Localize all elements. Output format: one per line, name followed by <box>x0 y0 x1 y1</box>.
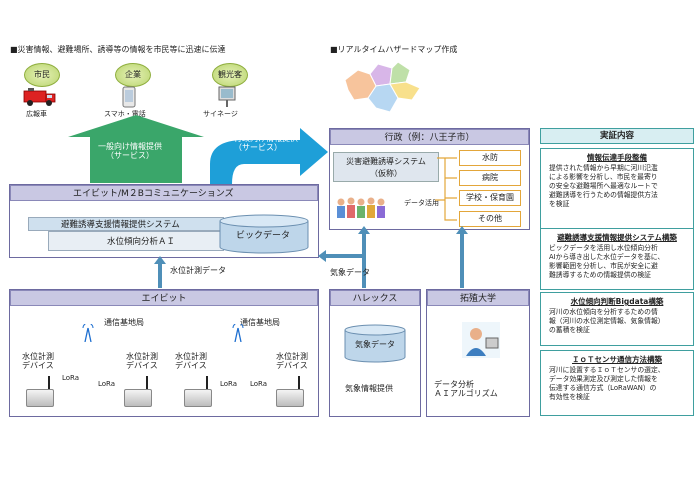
evacuation-support-system: 避難誘導支援情報提供システム <box>28 217 224 231</box>
recipient-company: 企業 <box>115 63 151 87</box>
admin-title: 行政（例：八王子市） <box>330 129 529 145</box>
jissho-item-1: 情報伝達手段整備 提供された情報から早期に河川氾濫 による影響を分析し、市民を最… <box>540 148 694 234</box>
device-label-smartphone: スマホ・電話 <box>104 110 146 118</box>
jissho-item-2: 避難誘導支援情報提供システム構築 ビックデータを活用し水位傾向分析 AIから導き… <box>540 228 694 290</box>
device-label-3: 水位計測 デバイス <box>175 352 207 371</box>
lora-label-2: LoRa <box>98 380 116 388</box>
base-station-label-1: 通信基地局 <box>104 318 144 327</box>
antenna-icon-4 <box>298 376 300 390</box>
jissho-item-4-title: ＩｏＴセンサ通信方法構築 <box>572 355 662 364</box>
device-label-pr-vehicle: 広報車 <box>26 110 47 118</box>
device-label-signage: サイネージ <box>203 110 238 118</box>
sensor-device-icon-4 <box>276 389 304 407</box>
pr-vehicle-icon <box>23 88 56 106</box>
target-flood-defense: 水防 <box>459 150 521 166</box>
antenna-icon-1 <box>48 376 50 390</box>
jissho-item-3-body: 河川の水位傾向を分析するための情 報（河川の水位測定情報、気象情報） の蓄積を検… <box>549 308 665 334</box>
bigdata-label: ビックデータ <box>236 231 291 241</box>
jissho-item-4: ＩｏＴセンサ通信方法構築 河川に設置するＩｏＴセンサの選定、 データ効果測定及び… <box>540 350 694 416</box>
jissho-item-1-title: 情報伝達手段整備 <box>587 153 647 162</box>
weather-db-label: 気象データ <box>355 340 395 349</box>
researcher-icon <box>462 322 500 358</box>
antenna-icon-2 <box>146 376 148 390</box>
target-school: 学校・保育園 <box>459 190 521 206</box>
jissho-item-1-body: 提供された情報から早期に河川氾濫 による影響を分析し、市民を最寄り の安全な避難… <box>549 164 658 208</box>
m2b-title: エイビット/M２Bコミュニケーションズ <box>10 185 318 201</box>
jissho-title-box: 実証内容 <box>540 128 694 144</box>
sensor-device-icon-2 <box>124 389 152 407</box>
jissho-title: 実証内容 <box>599 131 634 141</box>
target-other: その他 <box>459 211 521 227</box>
smartphone-icon <box>122 86 136 108</box>
disaster-evacuation-system: 災害避難誘導システム （仮称） <box>333 152 439 182</box>
signage-icon <box>218 86 236 107</box>
weather-db-cylinder-icon <box>344 324 406 363</box>
base-station-tower-icon-1 <box>82 324 94 342</box>
device-label-1: 水位計測 デバイス <box>22 352 54 371</box>
top-left-title: ■災害情報、避難場所、誘導等の情報を市民等に迅速に伝達 <box>10 45 226 54</box>
device-label-4: 水位計測 デバイス <box>276 352 308 371</box>
water-data-label: 水位計測データ <box>170 266 226 275</box>
public-service-label: 一般向け情報提供 （サービス） <box>98 142 162 161</box>
sensor-device-icon-1 <box>26 389 54 407</box>
antenna-icon-3 <box>206 376 208 390</box>
takushoku-title: 拓殖大学 <box>427 290 529 306</box>
weather-data-label: 気象データ <box>330 268 370 277</box>
jissho-item-3: 水位傾向判断Bigdata構築 河川の水位傾向を分析するための情 報（河川の水位… <box>540 292 694 346</box>
jissho-item-4-body: 河川に設置するＩｏＴセンサの選定、 データ効果測定及び測定した情報を 伝達する通… <box>549 366 665 401</box>
water-level-ai: 水位傾向分析ＡＩ <box>48 231 224 251</box>
jissho-item-3-title: 水位傾向判断Bigdata構築 <box>570 297 664 306</box>
admin-connectors <box>435 157 457 221</box>
lora-label-1: LoRa <box>62 374 80 382</box>
jissho-item-2-body: ビックデータを活用し水位傾向分析 AIから導き出した水位データを基に、 影響範囲… <box>549 244 665 279</box>
device-label-2: 水位計測 デバイス <box>126 352 158 371</box>
abit-panel <box>9 289 319 417</box>
lora-label-4: LoRa <box>250 380 268 388</box>
abit-title: エイビット <box>10 290 318 306</box>
weather-data-connector <box>318 226 468 288</box>
public-service-arrow <box>68 115 204 183</box>
hazard-map-icon <box>344 61 421 113</box>
water-data-arrow <box>154 256 166 288</box>
halex-title: ハレックス <box>330 290 420 306</box>
admin-service-arrow <box>210 128 328 184</box>
lora-label-3: LoRa <box>220 380 238 388</box>
data-use-label: データ活用 <box>404 199 439 207</box>
people-icon <box>337 197 385 218</box>
base-station-label-2: 通信基地局 <box>240 318 280 327</box>
top-right-title: ■リアルタイムハザードマップ作成 <box>330 45 458 54</box>
recipient-citizen: 市民 <box>24 63 60 87</box>
takushoku-caption: データ分析 ＡＩアルゴリズム <box>434 380 498 399</box>
target-hospital: 病院 <box>459 170 521 186</box>
sensor-device-icon-3 <box>184 389 212 407</box>
recipient-tourist: 観光客 <box>212 63 248 87</box>
jissho-item-2-title: 避難誘導支援情報提供システム構築 <box>557 233 677 242</box>
bigdata-cylinder-icon <box>219 214 309 254</box>
admin-service-label: 行政向け情報提供 （サービス） <box>234 134 298 153</box>
base-station-tower-icon-2 <box>232 324 244 342</box>
halex-caption: 気象情報提供 <box>345 384 393 393</box>
